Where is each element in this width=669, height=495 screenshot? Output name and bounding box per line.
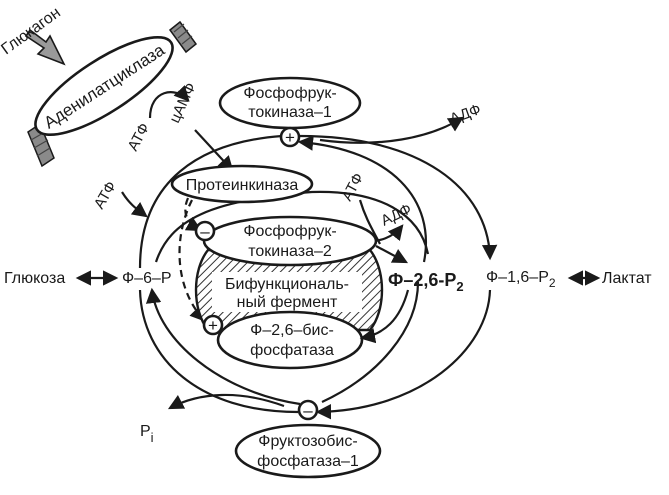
- pfk1-to-adp-arrow: [319, 116, 464, 144]
- lactate-label: Лактат: [602, 270, 652, 287]
- pfk1-label-2: токиназа–1: [248, 104, 332, 121]
- fbpase1-minus-sign: –: [303, 401, 313, 420]
- inner-loop-right: [321, 281, 420, 403]
- adenylate-cyclase-node: [34, 35, 174, 137]
- f26bpase-plus-badge: [202, 314, 224, 336]
- pfk2-label-2: токиназа–2: [248, 243, 332, 260]
- f6p-label: Ф–6–Р: [122, 270, 172, 287]
- loop-pfk1-to-f16p2: [299, 134, 498, 261]
- loop-f16p2-to-fbpase1: [315, 289, 492, 420]
- glucagon-arrow: [24, 28, 66, 66]
- bifunctional-label-2: ный фермент: [237, 294, 338, 311]
- adp-mid-label: АДФ: [378, 200, 414, 229]
- fbpase1-to-pi-arrow: [167, 393, 285, 410]
- pfk2-minus-badge: [194, 220, 216, 242]
- fbpase1-minus-badge: [297, 399, 319, 421]
- atp-top-label: АТФ: [125, 120, 154, 154]
- f26bpase-label-2: фосфатаза: [250, 342, 334, 359]
- f26p2-to-f26bpase-arrow: [359, 289, 410, 344]
- protein-kinase-node: [170, 164, 314, 204]
- f26p2-to-pfk1-activation: [297, 135, 427, 263]
- pfk2-minus-sign: –: [200, 222, 210, 241]
- atp-to-camp-arrow: [148, 85, 190, 119]
- pfk1-label-1: Фосфофрук-: [243, 85, 336, 102]
- pfk1-plus-sign: +: [285, 128, 295, 147]
- fbpase1-node: [234, 423, 382, 479]
- atp-left-arrow: [121, 191, 148, 218]
- f26bpase-label-1: Ф–2,6–бис-: [250, 322, 334, 339]
- loop-pfk1-to-f6p: [138, 134, 283, 269]
- adp-right-label: АДФ: [448, 101, 484, 128]
- loop-f6p-to-fbpase1: [138, 289, 299, 414]
- membrane-right: [168, 20, 198, 54]
- camp-label: цАМФ: [166, 80, 199, 126]
- fbpase1-label-1: Фруктозобис-: [258, 433, 357, 450]
- bifunctional-label-bg: [212, 272, 362, 312]
- f26bpase-plus-sign: +: [208, 316, 218, 335]
- f26p2-label: Ф–2,6-Р2: [388, 270, 464, 294]
- protein-kinase-to-f26bpase-dashed: [178, 199, 206, 322]
- pfk1-plus-badge: [279, 126, 301, 148]
- pfk2-to-f26p2-arrow: [375, 245, 409, 264]
- pfk2-label-1: Фосфофрук-: [243, 223, 336, 240]
- f26bpase-node: [216, 310, 364, 370]
- inner-loop-left: [145, 287, 301, 406]
- glucose-label: Глюкоза: [4, 270, 65, 287]
- bifunctional-label-1: Бифункциональ-: [225, 276, 349, 293]
- f16p2-label: Ф–1,6–Р2: [486, 269, 556, 290]
- fbpase1-label-2: фосфатаза–1: [257, 453, 359, 470]
- atp-mid-label: АТФ: [339, 170, 368, 204]
- atp-left-label: АТФ: [91, 178, 120, 212]
- f6p-to-pfk2-loop: [154, 190, 430, 263]
- protein-kinase-label: Протеинкиназа: [186, 177, 299, 194]
- pi-label: Pi: [140, 423, 154, 445]
